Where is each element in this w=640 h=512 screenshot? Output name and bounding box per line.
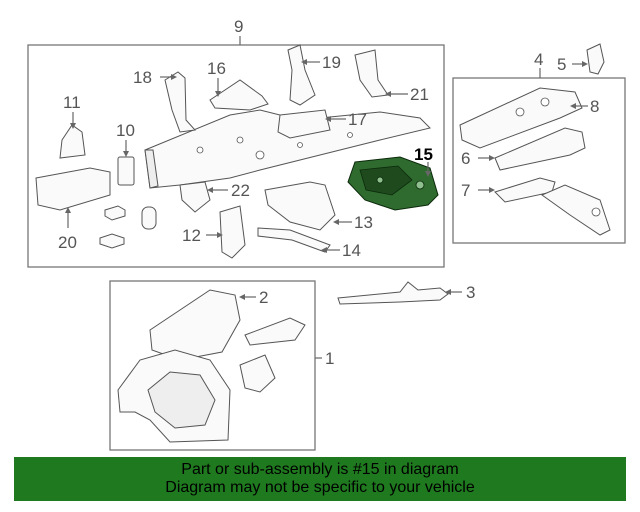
part-11-shape xyxy=(59,124,86,159)
callout-18: 18 xyxy=(133,68,152,87)
callout-8: 8 xyxy=(590,97,599,116)
part-20-shape xyxy=(35,167,111,211)
callout-11: 11 xyxy=(63,93,81,112)
part-14-shape xyxy=(257,227,331,253)
part-4-rail-shape xyxy=(459,87,583,149)
callout-14: 14 xyxy=(342,241,361,260)
part-2-shape xyxy=(149,289,241,361)
bolt-shape-b xyxy=(99,233,125,249)
part-small-bracket-shape xyxy=(244,317,306,346)
callout-10: 10 xyxy=(116,121,135,140)
part-22-shape xyxy=(179,181,211,213)
callout-7: 7 xyxy=(461,181,470,200)
callout-2: 2 xyxy=(259,288,268,307)
callout-16: 16 xyxy=(207,59,226,78)
group-box-1 xyxy=(109,280,316,451)
callout-5: 5 xyxy=(557,55,566,74)
callout-19: 19 xyxy=(322,53,341,72)
part-12-shape xyxy=(219,205,246,259)
callout-17: 17 xyxy=(348,110,367,129)
part-6-shape xyxy=(494,127,586,171)
wheelhouse-inner-shape xyxy=(147,371,216,429)
part-17-shape xyxy=(277,109,331,139)
part-13-shape xyxy=(264,181,336,231)
part-10-shape xyxy=(117,156,135,186)
frame-rail-part xyxy=(144,109,431,189)
callout-22: 22 xyxy=(231,181,250,200)
callout-21: 21 xyxy=(410,85,429,104)
group-box-9 xyxy=(27,44,445,268)
part-15-highlighted[interactable] xyxy=(347,156,439,211)
callout-6: 6 xyxy=(461,149,470,168)
part-21-shape xyxy=(354,49,389,98)
bolt-shape-a xyxy=(104,205,126,221)
part-5-shape xyxy=(586,43,605,75)
callout-3: 3 xyxy=(466,283,475,302)
callout-12: 12 xyxy=(182,226,201,245)
callout-15[interactable]: 15 xyxy=(414,145,433,164)
group-box-4 xyxy=(452,77,626,244)
callout-1: 1 xyxy=(325,349,334,368)
banner-line-2: Diagram may not be specific to your vehi… xyxy=(165,479,475,496)
callout-9: 9 xyxy=(234,17,243,36)
info-banner: Part or sub-assembly is #15 in diagram D… xyxy=(14,457,626,501)
part-18-shape xyxy=(164,71,197,133)
banner-line-1: Part or sub-assembly is #15 in diagram xyxy=(181,461,459,478)
leader-lines xyxy=(65,59,588,300)
callout-4: 4 xyxy=(534,50,543,69)
part-19-shape xyxy=(287,44,316,106)
callout-13: 13 xyxy=(354,213,373,232)
spacer-shape xyxy=(141,206,157,230)
part-small-plate-shape xyxy=(239,354,276,393)
part-16-shape xyxy=(209,79,269,111)
callout-20: 20 xyxy=(58,233,77,252)
part-3-shape xyxy=(337,281,449,305)
part-7-shape xyxy=(494,177,556,203)
part-bracket-shape xyxy=(540,184,611,236)
